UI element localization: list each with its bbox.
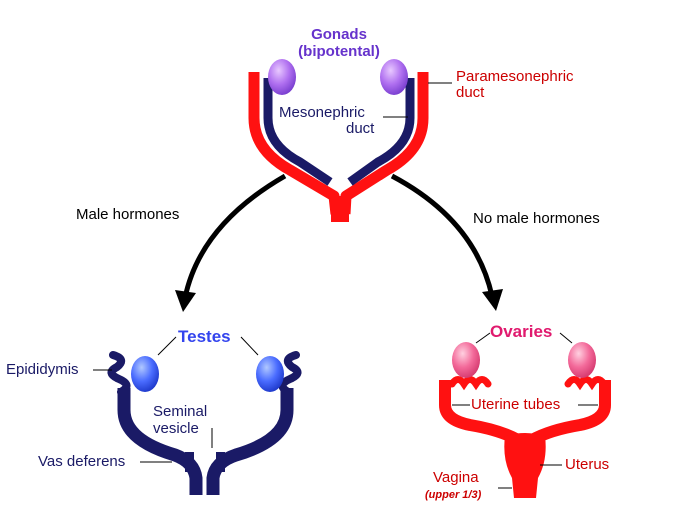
mesonephric-duct-right <box>347 78 415 186</box>
male-hormones-label: Male hormones <box>76 206 180 223</box>
fused-paramesonephric-stem <box>331 196 349 222</box>
fimbriae-left <box>448 376 492 391</box>
no-male-hormones-label: No male hormones <box>473 210 600 227</box>
leader-ovaries-right <box>559 332 573 344</box>
vas-deferens-label: Vas deferens <box>38 453 126 470</box>
female-ducts <box>439 376 611 498</box>
leader-ovaries-left <box>475 332 491 344</box>
male-ducts <box>107 351 302 495</box>
arrow-male <box>182 173 287 299</box>
seminal-vesicle-label-2: vesicle <box>153 420 199 437</box>
gonads-subtitle: (bipotental) <box>298 43 380 60</box>
ovary-left-icon <box>452 342 480 378</box>
testis-right-icon <box>256 356 284 392</box>
paramesonephric-label: Paramesonephric <box>456 68 574 85</box>
vagina-note: (upper 1/3) <box>425 489 482 501</box>
arrow-female <box>390 173 495 297</box>
uterus-body <box>504 433 546 498</box>
leader-testes-left <box>157 336 177 356</box>
indifferent-ducts <box>248 72 429 222</box>
seminal-vesicle-left <box>185 452 194 472</box>
arrow-female-head <box>482 289 503 311</box>
vas-deferens-left <box>117 388 203 495</box>
ovary-right-icon <box>568 342 596 378</box>
arrow-male-head <box>175 290 196 312</box>
vagina-label: Vagina <box>433 469 479 486</box>
testes-label: Testes <box>178 327 231 346</box>
mesonephric-label: Mesonephric <box>279 104 365 121</box>
mesonephric-duct-left <box>263 78 333 186</box>
paramesonephric-duct-right <box>339 72 429 215</box>
paramesonephric-duct-left <box>248 72 342 215</box>
seminal-vesicle-right <box>216 452 225 472</box>
testis-left-icon <box>131 356 159 392</box>
epididymis-right <box>278 351 302 396</box>
ovaries-label: Ovaries <box>490 322 553 341</box>
gonad-left-icon <box>268 59 296 95</box>
seminal-vesicle-label: Seminal <box>153 403 208 420</box>
gonad-right-icon <box>380 59 408 95</box>
epididymis-label: Epididymis <box>6 361 79 378</box>
fimbriae-right <box>564 376 608 391</box>
paramesonephric-label-2: duct <box>456 84 485 101</box>
uterine-tube-left <box>439 380 521 446</box>
uterine-tubes-label: Uterine tubes <box>471 396 561 413</box>
leader-testes-right <box>240 336 259 356</box>
vas-deferens-right <box>206 388 294 495</box>
uterus-label: Uterus <box>565 456 610 473</box>
mesonephric-label-2: duct <box>346 120 375 137</box>
uterine-tube-right <box>529 380 611 446</box>
epididymis-left <box>107 351 131 396</box>
gonads-title: Gonads <box>311 26 367 43</box>
